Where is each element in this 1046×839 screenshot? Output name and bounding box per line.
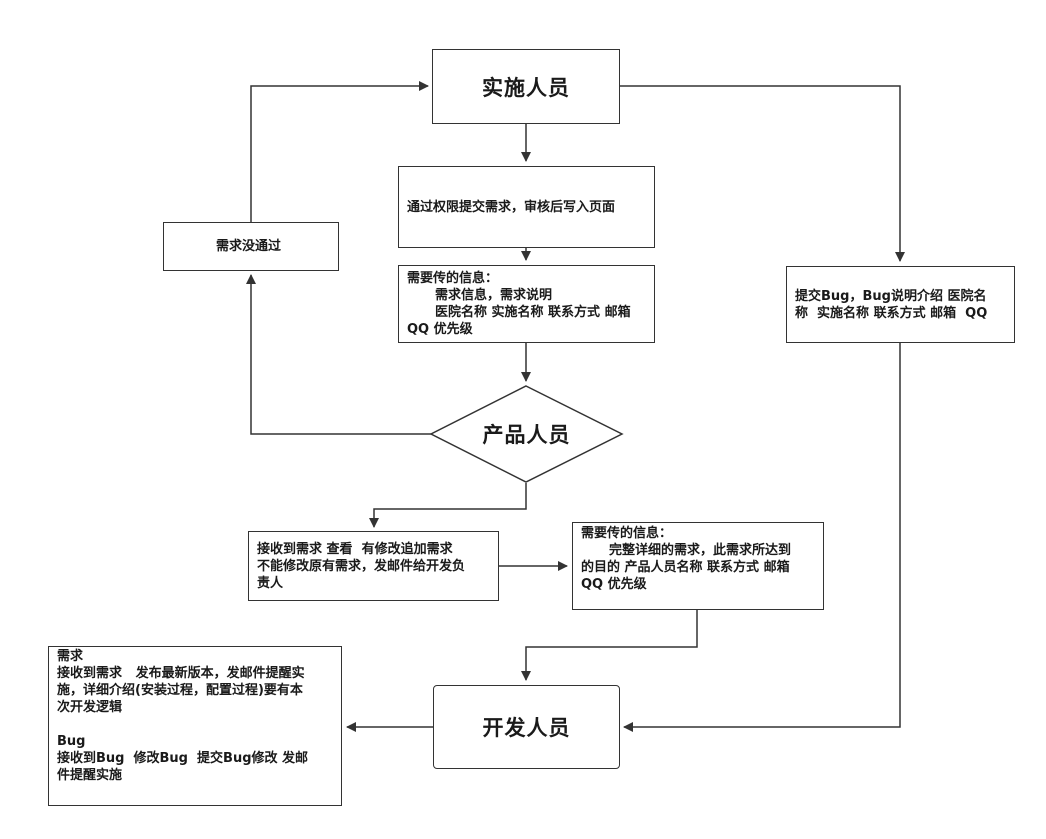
implementer-node: 实施人员 (432, 49, 620, 124)
receive-requirement-node: 接收到需求 查看 有修改追加需求 不能修改原有需求，发邮件给开发负 责人 (248, 531, 499, 601)
dev-req-line1: 接收到需求 发布最新版本，发邮件提醒实 (57, 666, 305, 681)
submit-bug-node: 提交Bug，Bug说明介绍 医院名 称 实施名称 联系方式 邮箱 QQ (786, 266, 1015, 343)
info-to-pass-node-2: 需要传的信息： 完整详细的需求，此需求所达到 的目的 产品人员名称 联系方式 邮… (572, 522, 824, 610)
product-staff-label: 产品人员 (482, 423, 571, 447)
arrow-product-to-failed (246, 274, 431, 435)
product-staff-diamond (429, 385, 624, 483)
arrow-bug-to-developer (623, 343, 901, 732)
dev-bug-line2: 件提醒实施 (57, 768, 123, 783)
info1-line1: 需求信息，需求说明 (435, 288, 553, 303)
product-staff-label-wrap: 产品人员 (431, 386, 622, 482)
dev-bug-line1: 接收到Bug 修改Bug 提交Bug修改 发邮 (57, 751, 309, 766)
dev-req-heading: 需求 (57, 649, 84, 664)
requirement-failed-node: 需求没通过 (163, 222, 339, 271)
info1-line2: 医院名称 实施名称 联系方式 邮箱 (435, 305, 631, 320)
submit-bug-line2: 称 实施名称 联系方式 邮箱 QQ (795, 305, 988, 321)
arrow-implementer-to-bug (620, 85, 905, 262)
implementer-label: 实施人员 (482, 75, 570, 100)
info-to-pass-node-1: 需要传的信息： 需求信息，需求说明 医院名称 实施名称 联系方式 邮箱 QQ 优… (398, 265, 655, 343)
info2-heading: 需要传的信息： (581, 526, 673, 541)
developer-node: 开发人员 (433, 685, 620, 769)
arrow-failed-to-implementer (250, 81, 429, 222)
info2-line1: 完整详细的需求，此需求所达到 (609, 543, 792, 558)
arrow-product-to-receive (369, 483, 527, 528)
requirement-failed-label: 需求没通过 (216, 239, 282, 254)
info2-line3: QQ 优先级 (581, 577, 647, 592)
arrow-info2-to-developer (521, 610, 698, 681)
dev-notes-spacer (57, 716, 333, 733)
info2-line2: 的目的 产品人员名称 联系方式 邮箱 (581, 560, 790, 575)
developer-label: 开发人员 (482, 716, 571, 740)
developer-notes-node: 需求 接收到需求 发布最新版本，发邮件提醒实 施，详细介绍(安装过程，配置过程)… (48, 646, 342, 806)
submit-bug-line1: 提交Bug，Bug说明介绍 医院名 (795, 288, 987, 304)
receive-line3: 责人 (257, 575, 284, 591)
receive-line2: 不能修改原有需求，发邮件给开发负 (257, 558, 466, 574)
submit-via-permission-label: 通过权限提交需求，审核后写入页面 (407, 199, 616, 215)
submit-via-permission-node: 通过权限提交需求，审核后写入页面 (398, 166, 655, 248)
info1-heading: 需要传的信息： (407, 271, 499, 286)
receive-line1: 接收到需求 查看 有修改追加需求 (257, 541, 453, 557)
info1-line3: QQ 优先级 (407, 322, 473, 337)
dev-req-line2: 施，详细介绍(安装过程，配置过程)要有本 (57, 683, 303, 698)
dev-req-line3: 次开发逻辑 (57, 700, 123, 715)
dev-bug-heading: Bug (57, 734, 86, 749)
